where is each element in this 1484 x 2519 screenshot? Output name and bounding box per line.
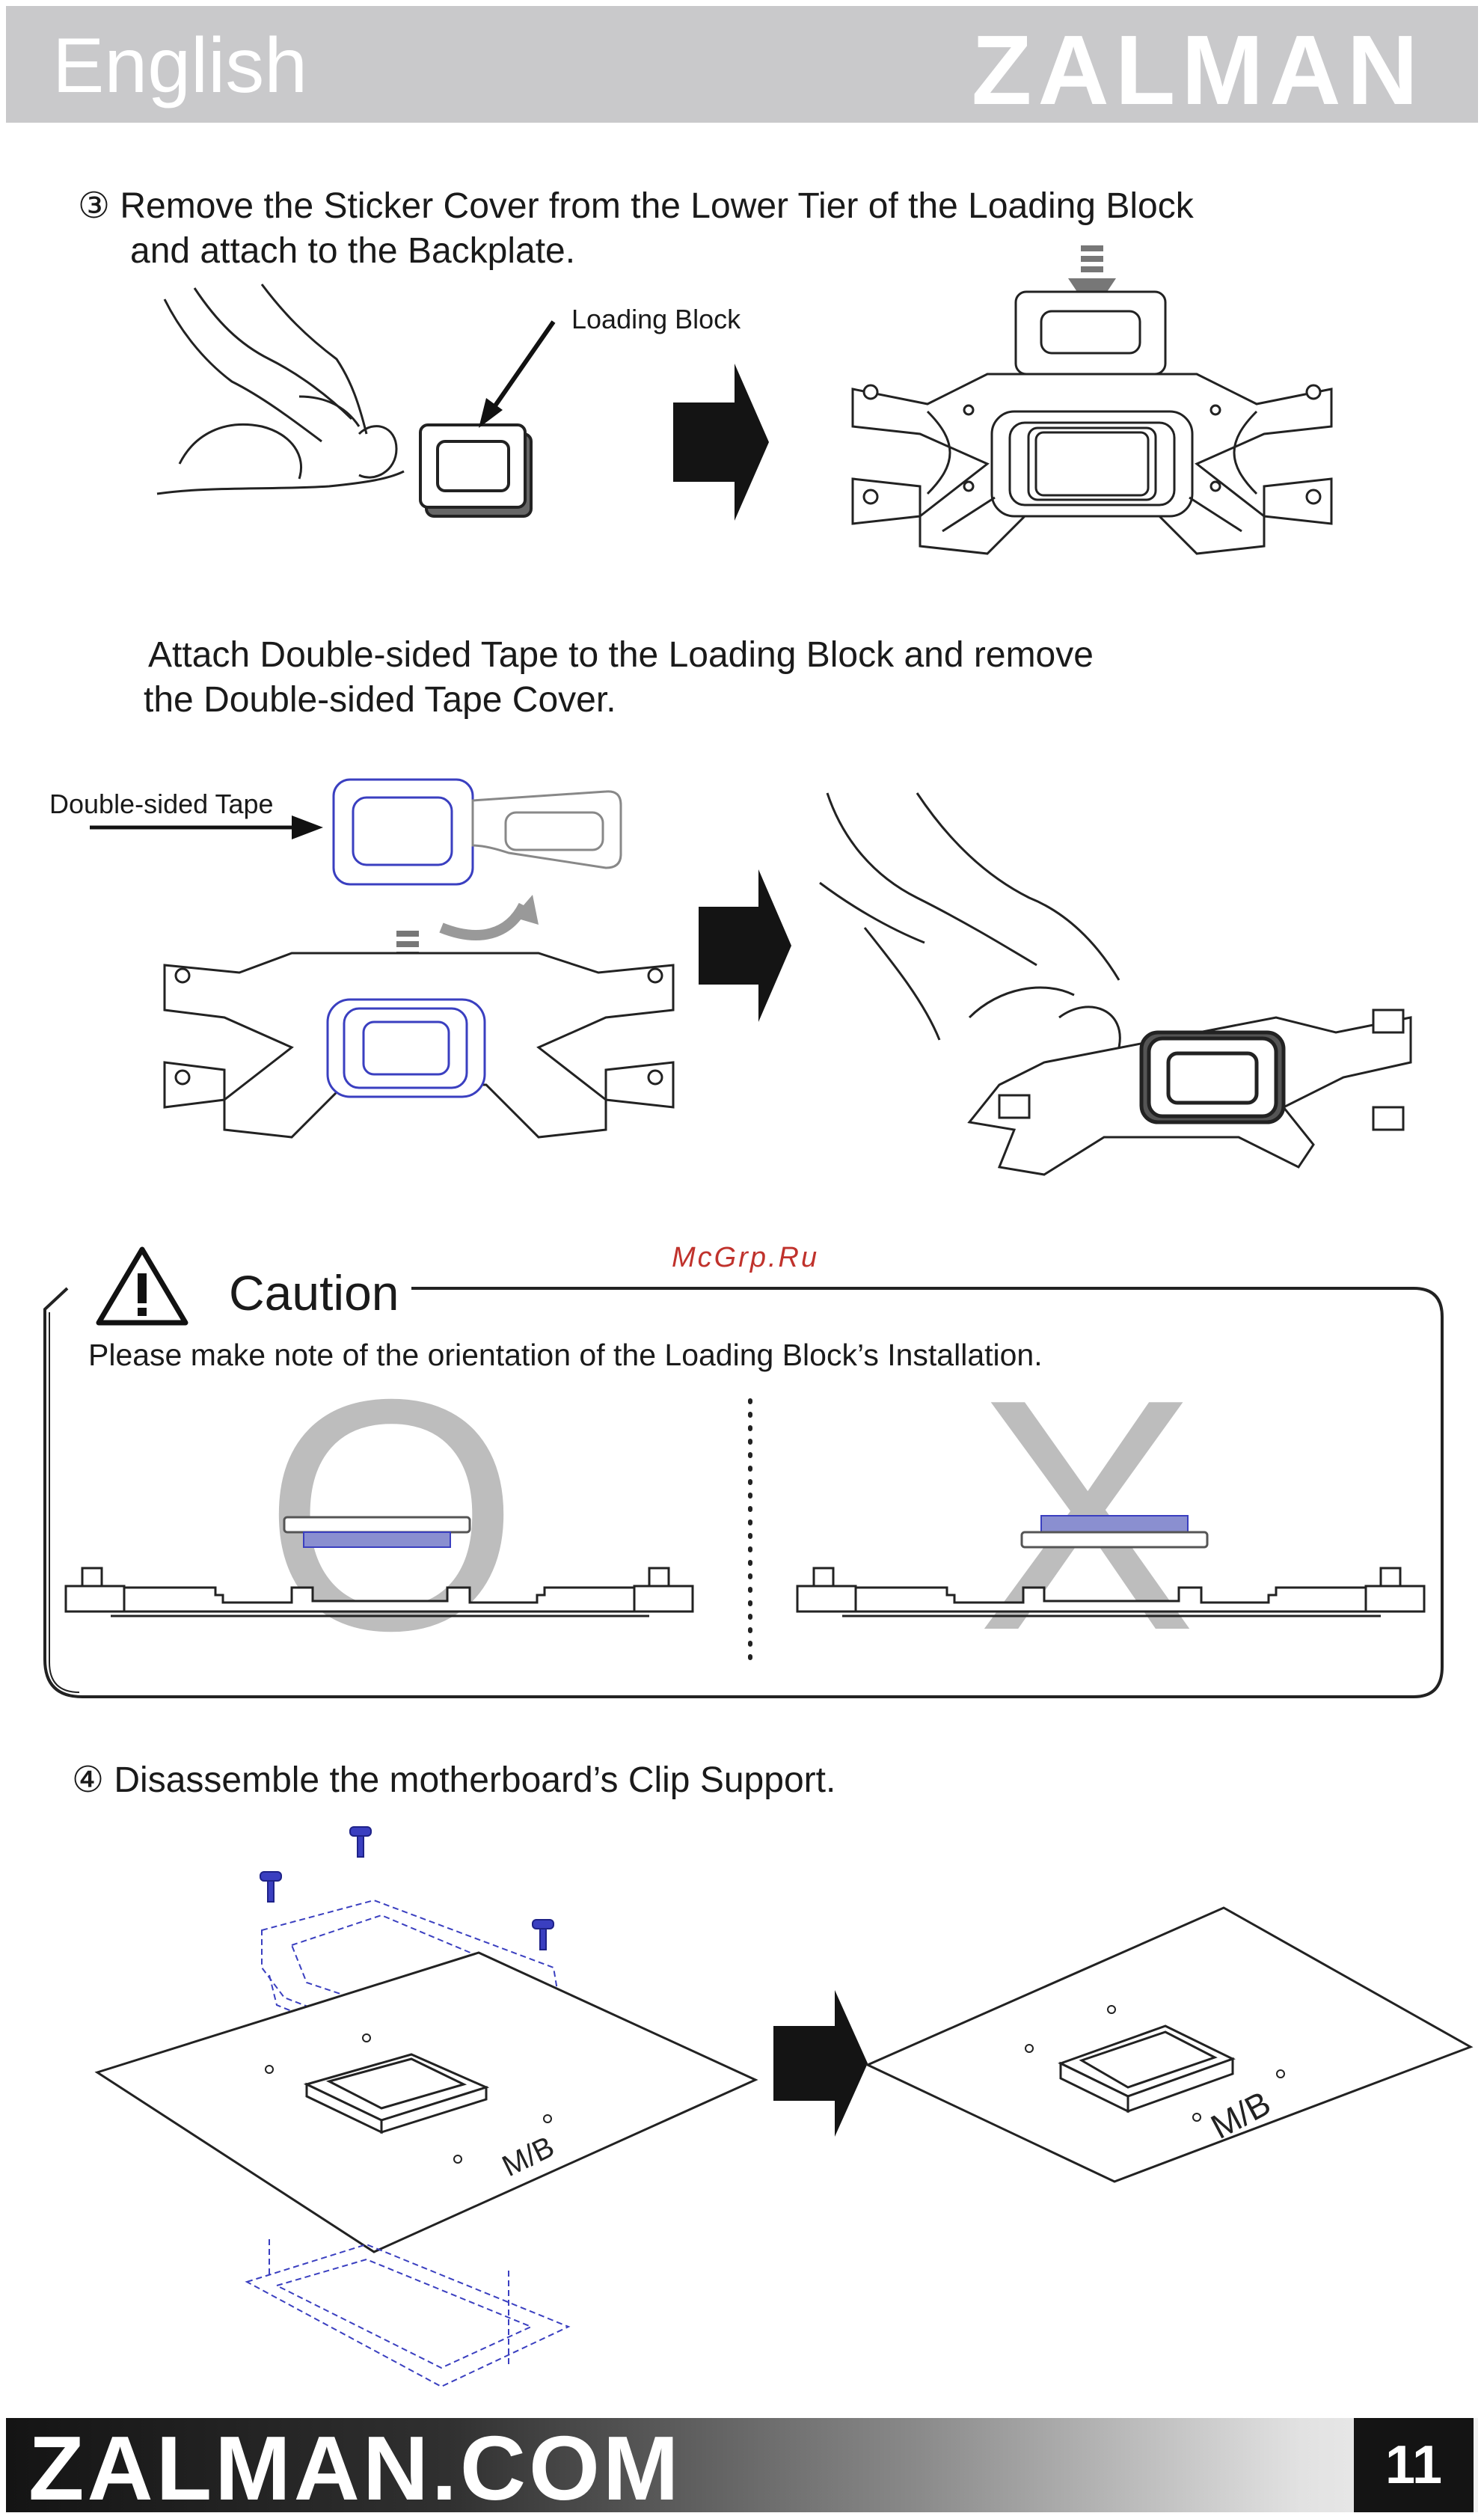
- tape-step-next-arrow: [699, 869, 791, 1022]
- caution-divider: [748, 1398, 752, 1672]
- correct-orientation-side-view: [64, 1516, 694, 1617]
- exploded-clip-support-illustration: M/B: [94, 1826, 758, 2388]
- warning-triangle-icon: [96, 1246, 188, 1326]
- step3-next-arrow: [673, 364, 769, 521]
- hand-peeling-sticker-illustration: [156, 284, 556, 518]
- step3-instruction-line1: ③ Remove the Sticker Cover from the Lowe…: [78, 186, 1194, 226]
- tape-instruction-line2: the Double-sided Tape Cover.: [144, 680, 616, 720]
- double-sided-tape-label: Double-sided Tape: [49, 789, 274, 819]
- caution-title: Caution: [223, 1264, 405, 1321]
- correct-orientation-mark: O: [263, 1332, 520, 1699]
- step3-instruction-line2: and attach to the Backplate.: [130, 231, 576, 271]
- step4-instruction: ④ Disassemble the motherboard’s Clip Sup…: [72, 1760, 836, 1800]
- loading-block-label: Loading Block: [571, 304, 741, 334]
- tape-on-backplate-illustration: [90, 778, 675, 1139]
- language-label: English: [52, 22, 308, 109]
- page-number: 11: [1385, 2435, 1443, 2495]
- page-header: English ZALMAN: [6, 6, 1478, 123]
- watermark-text: McGrp.Ru: [672, 1242, 820, 1273]
- caution-box-frame: [43, 1287, 1444, 1698]
- brand-logo: ZALMAN: [971, 15, 1424, 125]
- backplate-with-loading-block-illustration: [851, 245, 1333, 555]
- footer-website: ZALMAN.COM: [28, 2417, 682, 2519]
- tape-instruction-line1: Attach Double-sided Tape to the Loading …: [148, 635, 1094, 675]
- page-number-box: 11: [1354, 2418, 1474, 2512]
- hand-removing-tape-cover-illustration: [819, 792, 1412, 1176]
- wrong-orientation-side-view: [796, 1515, 1426, 1617]
- step4-next-arrow: [773, 1990, 868, 2137]
- caution-text: Please make note of the orientation of t…: [88, 1338, 1043, 1372]
- bare-motherboard-illustration: M/B: [865, 1906, 1474, 2183]
- page-footer: ZALMAN.COM 11: [6, 2417, 1478, 2519]
